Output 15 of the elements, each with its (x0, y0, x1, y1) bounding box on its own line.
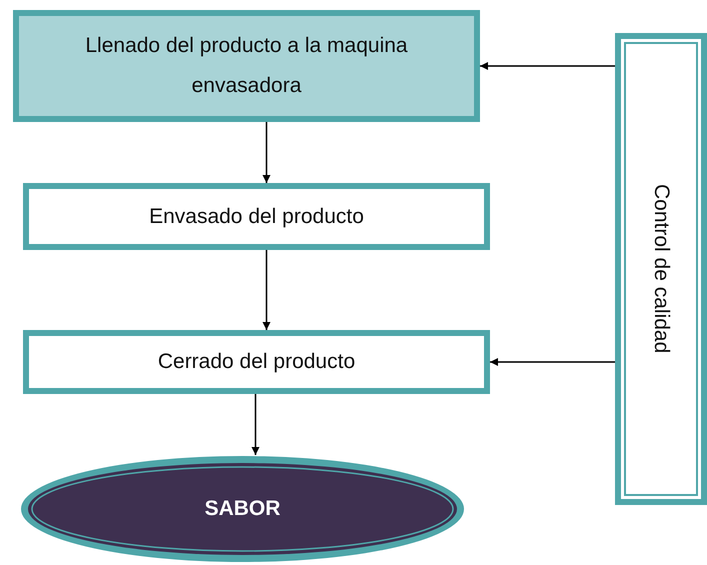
process-box (23, 183, 490, 250)
process-box (13, 10, 480, 122)
arrow (262, 122, 270, 183)
node-text: Cerrado del producto (158, 349, 356, 376)
node-text: Llenado del producto a la maquina envasadora (84, 33, 409, 99)
arrow (252, 394, 260, 455)
node-text: Envasado del producto (149, 204, 364, 230)
node-text: Control de calidad (649, 184, 673, 354)
arrow (480, 62, 615, 70)
node-text: SABOR (204, 497, 280, 521)
arrow (490, 358, 615, 366)
process-box (23, 330, 490, 394)
arrow (262, 250, 270, 330)
side-panel (615, 33, 707, 505)
terminal-ellipse (20, 455, 465, 563)
